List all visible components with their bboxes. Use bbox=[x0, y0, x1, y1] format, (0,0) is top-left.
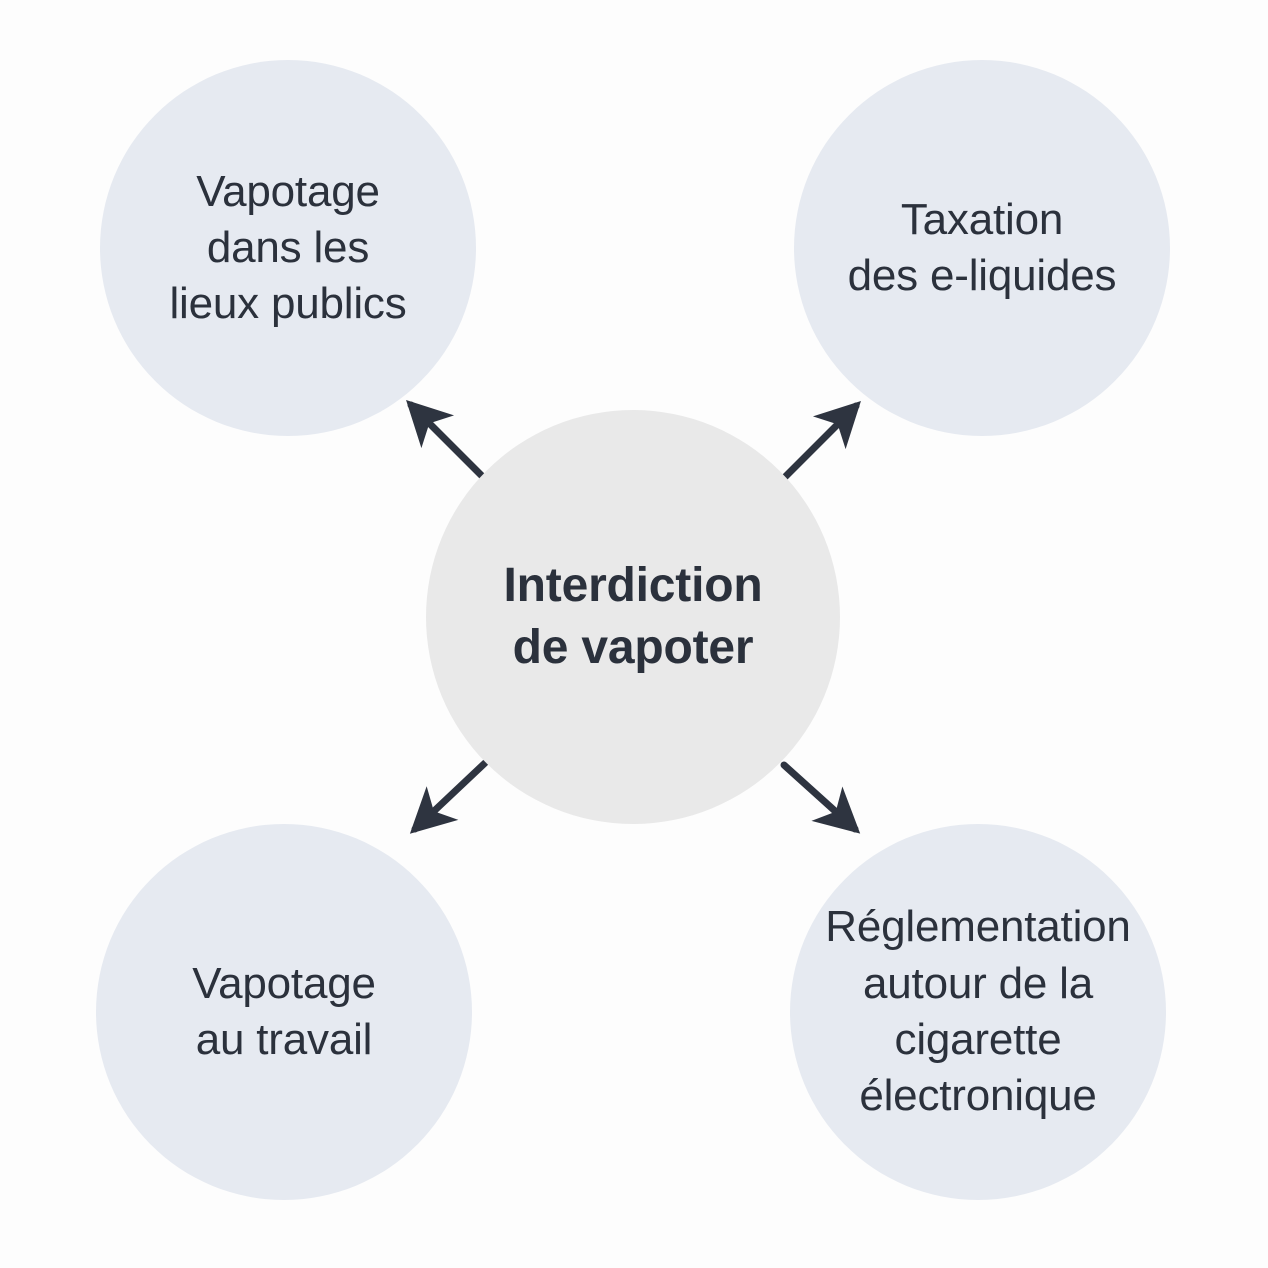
arrow-center-to-bottom-right bbox=[780, 761, 861, 834]
node-interdiction-de-vapoter[interactable]: Interdiction de vapoter bbox=[426, 410, 840, 824]
arrow-center-to-top-right bbox=[780, 401, 861, 482]
node-label-interdiction-de-vapoter: Interdiction de vapoter bbox=[503, 558, 763, 674]
node-label-vapotage-au-travail: Vapotage au travail bbox=[192, 958, 376, 1064]
arrow-center-to-bottom-left bbox=[409, 759, 489, 834]
node-taxation-e-liquides[interactable]: Taxation des e-liquides bbox=[794, 60, 1170, 436]
node-label-reglementation-cigarette-electronique: Réglementation autour de la cigarette él… bbox=[825, 902, 1131, 1121]
node-vapotage-au-travail[interactable]: Vapotage au travail bbox=[96, 824, 472, 1200]
node-vapotage-lieux-publics[interactable]: Vapotage dans les lieux publics bbox=[100, 60, 476, 436]
node-label-vapotage-lieux-publics: Vapotage dans les lieux publics bbox=[169, 166, 407, 329]
node-reglementation-cigarette-electronique[interactable]: Réglementation autour de la cigarette él… bbox=[790, 824, 1166, 1200]
arrow-center-to-top-left bbox=[406, 400, 488, 482]
node-label-taxation-e-liquides: Taxation des e-liquides bbox=[847, 194, 1117, 300]
